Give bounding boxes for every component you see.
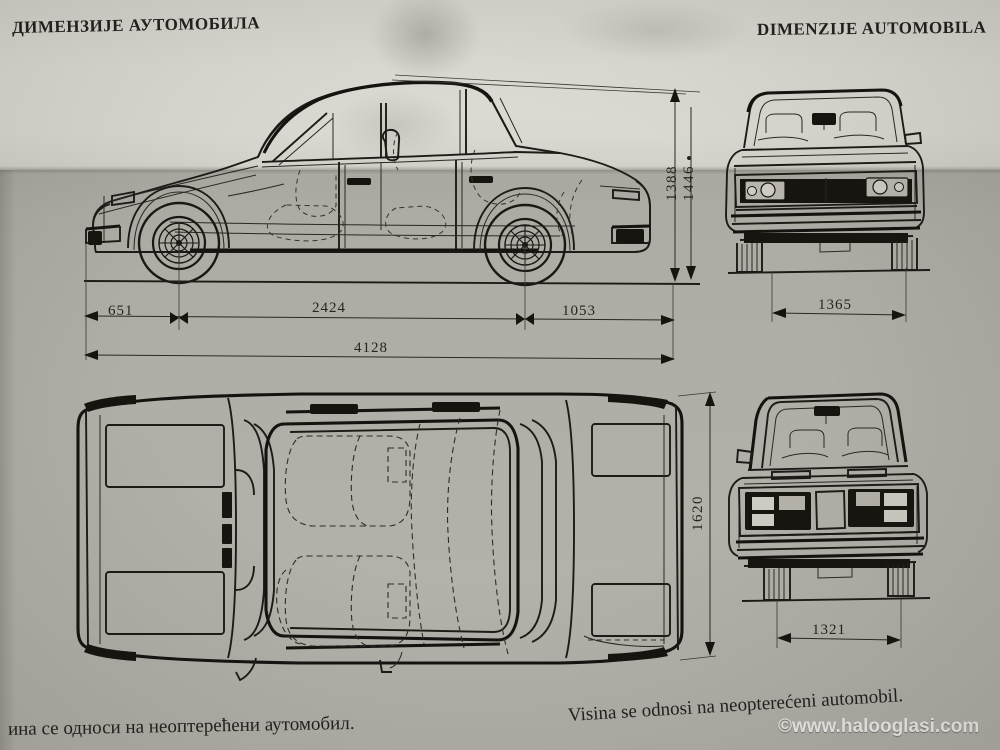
dimension-rear-overhang: 1053 xyxy=(562,303,596,319)
top-view-group xyxy=(76,392,684,682)
top-view-dimensions xyxy=(677,391,717,661)
front-view-group xyxy=(725,88,931,274)
rear-view-group xyxy=(728,392,931,602)
dimension-front-overhang: 651 xyxy=(108,303,134,319)
dimension-height-roof: 1388 xyxy=(664,165,680,201)
dimension-height-antenna: 1446 xyxy=(681,165,697,201)
height-note-mark: • xyxy=(686,149,692,168)
watermark: ©www.halooglasi.com xyxy=(778,716,980,737)
front-view-dimensions xyxy=(771,268,907,322)
dimension-overall-length: 4128 xyxy=(354,340,388,356)
dimension-rear-track: 1321 xyxy=(812,622,846,638)
side-view-group xyxy=(85,80,651,287)
page-title-latin: DIMENZIJE AUTOMOBILA xyxy=(756,17,987,39)
side-view-dimensions xyxy=(83,74,701,364)
dimension-wheelbase: 2424 xyxy=(312,300,346,316)
dimension-front-track: 1365 xyxy=(818,297,852,313)
dimension-overall-width: 1620 xyxy=(690,495,706,531)
rear-view-dimensions xyxy=(776,596,902,648)
